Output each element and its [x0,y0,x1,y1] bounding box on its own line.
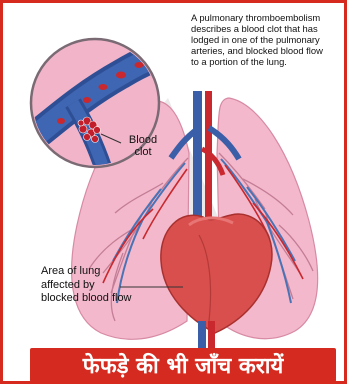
caption: A pulmonary thromboembolism describes a … [191,12,347,67]
hindi-banner: फेफड़े की भी जाँच करायें [30,348,336,382]
affected-area-label-line: blocked blood flow [41,292,132,306]
affected-area-label: Area of lung affected by blocked blood f… [41,265,132,306]
caption-line: lodged in one of the pulmonary [191,34,347,45]
caption-line: A pulmonary thromboembolism [191,12,347,23]
affected-area-label-line: affected by [41,279,132,293]
caption-line: describes a blood clot that has [191,23,347,34]
blood-clot-label-line: clot [123,146,163,158]
affected-area-label-line: Area of lung [41,265,132,279]
blood-clot-label: Blood clot [123,134,163,158]
caption-line: to a portion of the lung. [191,56,347,67]
blood-clot-label-line: Blood [123,134,163,146]
caption-line: arteries, and blocked blood flow [191,45,347,56]
banner-text: फेफड़े की भी जाँच करायें [83,350,283,380]
